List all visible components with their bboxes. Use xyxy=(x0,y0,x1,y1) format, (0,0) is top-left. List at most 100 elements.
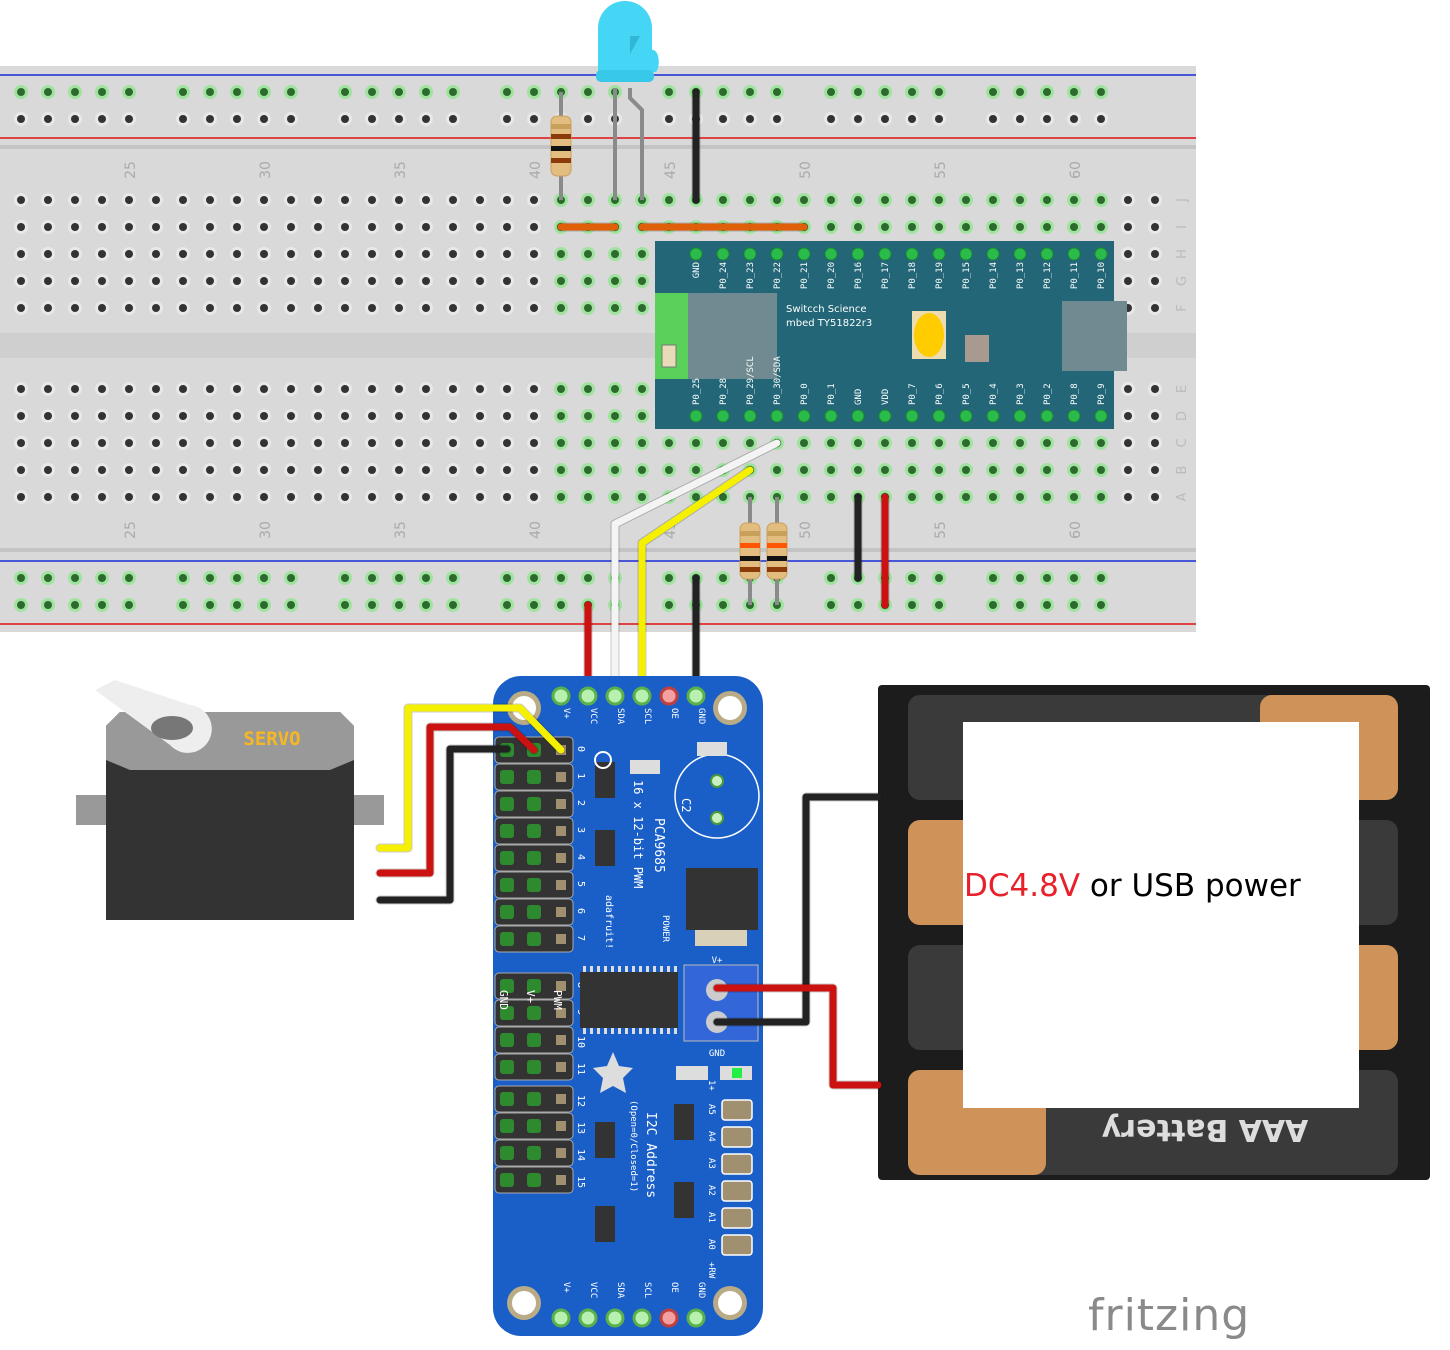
breadboard-hole xyxy=(422,304,430,312)
adafruit-logo-icon xyxy=(593,1052,633,1093)
breadboard-hole xyxy=(152,277,160,285)
resistor-band xyxy=(767,543,787,548)
breadboard-hole xyxy=(989,466,997,474)
ic-pin xyxy=(583,1028,586,1034)
mbed-pin-label: P0_19 xyxy=(935,262,945,289)
breadboard-hole xyxy=(800,439,808,447)
breadboard-hole xyxy=(611,250,619,258)
breadboard-hole xyxy=(341,223,349,231)
breadboard-hole xyxy=(584,277,592,285)
breadboard-hole xyxy=(206,412,214,420)
header-pin xyxy=(527,1119,541,1133)
breadboard-hole xyxy=(341,466,349,474)
breadboard-hole xyxy=(1124,385,1132,393)
mbed-pin-label: P0_16 xyxy=(854,262,864,289)
rail-divider xyxy=(0,548,1196,552)
breadboard-hole xyxy=(71,304,79,312)
breadboard-hole xyxy=(206,304,214,312)
breadboard-hole xyxy=(1043,439,1051,447)
mbed-pin-label: P0_20 xyxy=(827,262,837,289)
header-pin-signal xyxy=(556,826,566,836)
i2c-subtitle: (Open=0/Closed=1) xyxy=(628,1100,638,1192)
pca-pin xyxy=(551,686,571,706)
breadboard-hole xyxy=(503,196,511,204)
breadboard-hole xyxy=(1016,196,1024,204)
i2c-title: I2C Address xyxy=(643,1112,658,1198)
breadboard-hole xyxy=(368,466,376,474)
ic-pin xyxy=(632,966,635,972)
breadboard-hole xyxy=(179,250,187,258)
breadboard-hole xyxy=(1151,493,1159,501)
header-pin-signal xyxy=(556,1175,566,1185)
mbed-pin-label: P0_14 xyxy=(989,262,999,289)
breadboard-hole xyxy=(179,277,187,285)
breadboard-hole xyxy=(557,493,565,501)
breadboard-hole xyxy=(800,493,808,501)
breadboard-hole xyxy=(260,88,268,96)
breadboard-hole xyxy=(71,412,79,420)
breadboard-hole xyxy=(71,115,79,123)
battery-holder: AAA Battery xyxy=(878,685,1430,1180)
channel-label: 12 xyxy=(575,1095,586,1107)
breadboard-hole xyxy=(233,223,241,231)
channel-label: 7 xyxy=(575,935,586,941)
address-pad xyxy=(721,1099,753,1121)
breadboard-hole xyxy=(17,574,25,582)
breadboard-hole xyxy=(71,88,79,96)
terminal-label-gnd: GND xyxy=(709,1049,725,1059)
breadboard-hole xyxy=(1070,223,1078,231)
breadboard-hole xyxy=(1070,493,1078,501)
breadboard-hole xyxy=(557,304,565,312)
breadboard-hole xyxy=(233,493,241,501)
breadboard-hole xyxy=(449,277,457,285)
breadboard-hole xyxy=(395,412,403,420)
breadboard-hole xyxy=(233,304,241,312)
ic-pin xyxy=(674,1028,677,1034)
breadboard-hole xyxy=(206,439,214,447)
breadboard-hole xyxy=(449,601,457,609)
resistor-band xyxy=(767,556,787,561)
breadboard-hole xyxy=(17,466,25,474)
row-label: D xyxy=(1175,411,1190,421)
breadboard-hole xyxy=(395,223,403,231)
breadboard-hole xyxy=(449,412,457,420)
header-pin-signal xyxy=(556,799,566,809)
breadboard-hole xyxy=(908,196,916,204)
header-pin xyxy=(527,824,541,838)
breadboard-hole xyxy=(152,439,160,447)
breadboard-hole xyxy=(1043,493,1051,501)
breadboard-hole xyxy=(719,88,727,96)
breadboard-hole xyxy=(935,574,943,582)
pca-pin xyxy=(632,1308,652,1328)
breadboard-hole xyxy=(1151,250,1159,258)
breadboard-hole xyxy=(530,277,538,285)
breadboard-hole xyxy=(206,493,214,501)
ic-pin xyxy=(611,1028,614,1034)
breadboard-hole xyxy=(206,466,214,474)
breadboard-hole xyxy=(233,385,241,393)
breadboard-hole xyxy=(71,277,79,285)
breadboard-hole xyxy=(773,196,781,204)
breadboard-hole xyxy=(449,574,457,582)
mbed-pin-label: P0_10 xyxy=(1097,262,1107,289)
breadboard-hole xyxy=(935,88,943,96)
breadboard-hole xyxy=(98,223,106,231)
breadboard-hole xyxy=(233,196,241,204)
breadboard-hole xyxy=(962,439,970,447)
power-caption: DC4.8V or USB power xyxy=(964,868,1301,904)
breadboard-hole xyxy=(368,304,376,312)
channel-label: 13 xyxy=(575,1122,586,1134)
breadboard-hole xyxy=(314,439,322,447)
pca-pin-label: GND xyxy=(696,708,706,724)
breadboard-hole xyxy=(1043,88,1051,96)
breadboard-hole xyxy=(584,196,592,204)
breadboard-hole xyxy=(260,466,268,474)
breadboard-hole xyxy=(71,250,79,258)
breadboard-hole xyxy=(503,277,511,285)
breadboard-hole xyxy=(152,493,160,501)
breadboard-hole xyxy=(530,88,538,96)
breadboard-hole xyxy=(746,115,754,123)
column-label: 30 xyxy=(258,161,274,179)
breadboard-hole xyxy=(1151,466,1159,474)
